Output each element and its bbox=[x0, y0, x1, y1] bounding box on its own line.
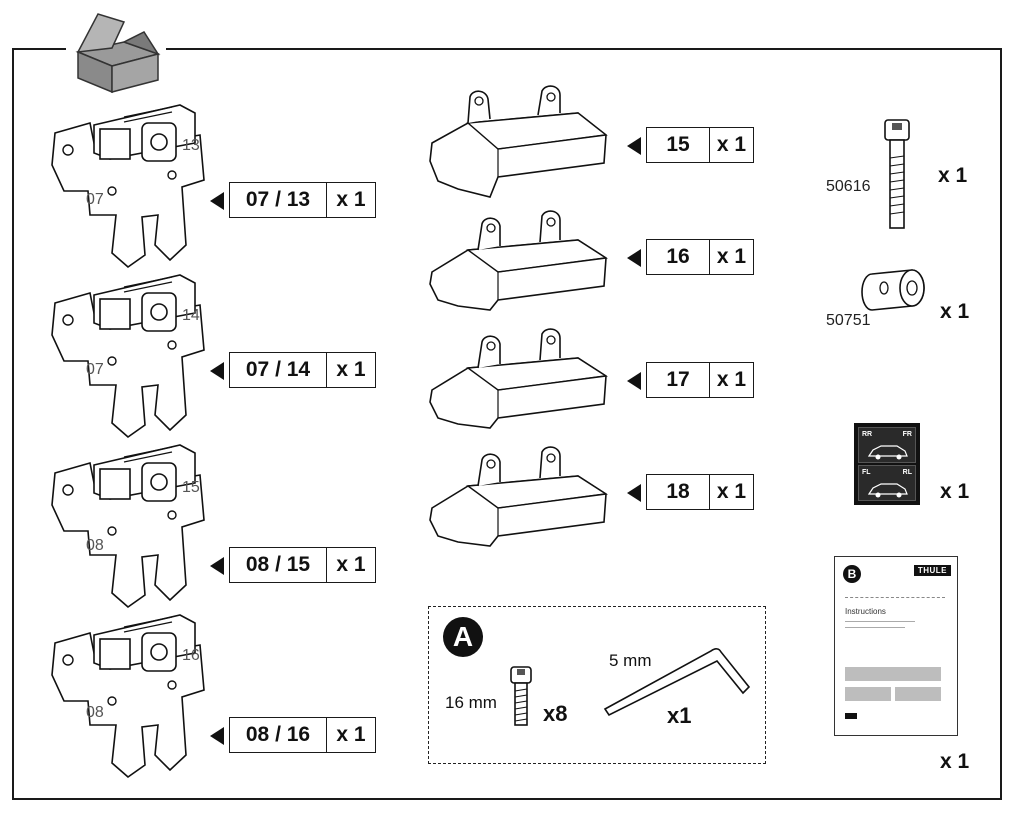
bracket-label: 08 / 16 x 1 bbox=[229, 717, 376, 753]
sleeve-nut-icon bbox=[861, 269, 925, 311]
pad-code: 17 bbox=[666, 368, 690, 391]
parts-frame bbox=[12, 48, 1002, 800]
bracket-qty: x 1 bbox=[326, 548, 375, 582]
pointer-arrow-icon bbox=[210, 727, 224, 745]
pad-code: 16 bbox=[666, 245, 690, 268]
screw-qty: x8 bbox=[543, 701, 568, 726]
brand-logo: THULE bbox=[913, 565, 951, 576]
text-block bbox=[845, 667, 941, 681]
bracket-engraving-right: 15 bbox=[182, 479, 200, 496]
sticker-front-panel: FL RL bbox=[858, 465, 916, 501]
pointer-arrow-icon bbox=[627, 372, 641, 390]
fit-bracket-08-16 bbox=[51, 614, 205, 779]
sleeve-qty: x 1 bbox=[940, 300, 970, 323]
sticker-rear-panel: RR FR bbox=[858, 427, 916, 463]
screw-size-label: 16 mm bbox=[445, 693, 497, 712]
bracket-label: 07 / 13 x 1 bbox=[229, 182, 376, 218]
pad-code: 15 bbox=[666, 133, 690, 156]
bracket-engraving-left: 07 bbox=[86, 191, 104, 208]
pointer-arrow-icon bbox=[210, 192, 224, 210]
pad-label: 16 x 1 bbox=[646, 239, 754, 275]
foot-pad-16 bbox=[429, 210, 608, 311]
sleeve-part-number: 50751 bbox=[826, 312, 871, 329]
text-block bbox=[845, 687, 891, 701]
pointer-arrow-icon bbox=[627, 249, 641, 267]
bracket-qty: x 1 bbox=[326, 718, 375, 752]
key-size-label: 5 mm bbox=[609, 651, 652, 670]
pad-code: 18 bbox=[666, 480, 690, 503]
bracket-engraving-right: 16 bbox=[182, 647, 200, 664]
foot-pad-18 bbox=[429, 446, 608, 547]
allen-screw-icon bbox=[510, 666, 532, 726]
bolt-qty: x 1 bbox=[938, 164, 968, 187]
bracket-engraving-right: 13 bbox=[182, 137, 200, 154]
pad-qty: x 1 bbox=[709, 363, 753, 397]
bracket-engraving-left: 07 bbox=[86, 361, 104, 378]
divider bbox=[845, 627, 905, 628]
kit-a-badge: A bbox=[443, 617, 483, 657]
pointer-arrow-icon bbox=[627, 484, 641, 502]
pointer-arrow-icon bbox=[627, 137, 641, 155]
pad-qty: x 1 bbox=[709, 128, 753, 162]
bracket-code: 08 / 15 bbox=[245, 553, 311, 576]
car-icon bbox=[867, 483, 908, 498]
bracket-label: 07 / 14 x 1 bbox=[229, 352, 376, 388]
position-sticker: RR FR FL RL bbox=[854, 423, 920, 505]
bracket-label: 08 / 15 x 1 bbox=[229, 547, 376, 583]
pad-label: 15 x 1 bbox=[646, 127, 754, 163]
allen-key-icon bbox=[603, 648, 751, 717]
bracket-code: 07 / 14 bbox=[245, 358, 311, 381]
car-icon bbox=[867, 445, 908, 460]
bracket-engraving-left: 08 bbox=[86, 537, 104, 554]
sticker-tag: RR bbox=[862, 431, 873, 438]
pointer-arrow-icon bbox=[210, 362, 224, 380]
pad-qty: x 1 bbox=[709, 240, 753, 274]
sticker-tag: RL bbox=[902, 469, 912, 476]
fit-bracket-07-13 bbox=[51, 104, 205, 269]
text-block bbox=[895, 687, 941, 701]
instruction-manual: B THULE Instructions bbox=[834, 556, 958, 736]
tool-kit-a: A 16 mm x8 5 mm x1 bbox=[428, 606, 766, 764]
divider bbox=[845, 621, 915, 622]
bracket-engraving-left: 08 bbox=[86, 704, 104, 721]
bolt-icon bbox=[884, 119, 910, 229]
package-box-icon bbox=[66, 8, 166, 98]
bracket-code: 08 / 16 bbox=[245, 723, 311, 746]
divider bbox=[845, 597, 945, 598]
foot-pad-17 bbox=[429, 328, 608, 429]
manual-b-badge: B bbox=[843, 565, 861, 583]
logo-mark bbox=[845, 713, 857, 719]
bracket-code: 07 / 13 bbox=[245, 188, 311, 211]
pad-qty: x 1 bbox=[709, 475, 753, 509]
manual-title: Instructions bbox=[845, 607, 886, 616]
key-qty: x1 bbox=[667, 703, 692, 728]
pad-label: 18 x 1 bbox=[646, 474, 754, 510]
sticker-tag: FL bbox=[862, 469, 871, 476]
sticker-qty: x 1 bbox=[940, 480, 970, 503]
bolt-part-number: 50616 bbox=[826, 178, 871, 195]
manual-qty: x 1 bbox=[940, 750, 970, 773]
pointer-arrow-icon bbox=[210, 557, 224, 575]
bracket-qty: x 1 bbox=[326, 183, 375, 217]
fit-bracket-08-15 bbox=[51, 444, 205, 609]
bracket-qty: x 1 bbox=[326, 353, 375, 387]
foot-pad-15 bbox=[429, 85, 608, 198]
pad-label: 17 x 1 bbox=[646, 362, 754, 398]
bracket-engraving-right: 14 bbox=[182, 307, 200, 324]
fit-bracket-07-14 bbox=[51, 274, 205, 439]
sticker-tag: FR bbox=[902, 431, 912, 438]
